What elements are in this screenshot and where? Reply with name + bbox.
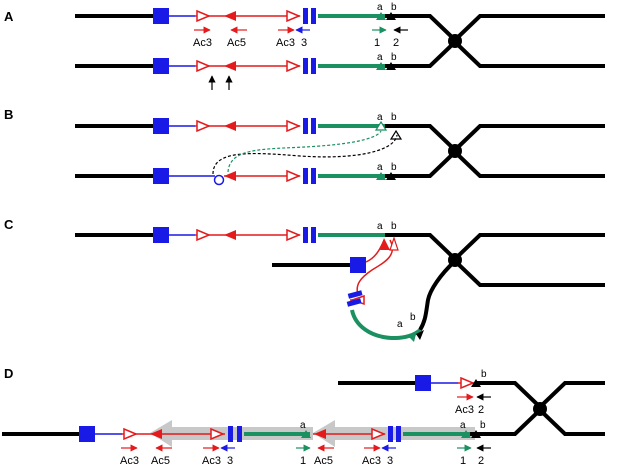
site-a: a	[377, 221, 383, 232]
primer-label: Ac3	[455, 404, 474, 416]
chromosome-d2: a a b	[2, 402, 605, 447]
cut-site	[213, 174, 225, 186]
gray-arrow	[313, 420, 475, 447]
primer-label: 3	[301, 37, 307, 49]
panel-label-b: B	[4, 107, 13, 122]
site-b: b	[480, 420, 486, 431]
open-triangle	[196, 9, 211, 23]
site-a: a	[377, 2, 383, 13]
primer-label: 1	[300, 455, 306, 466]
chromosome-d1: b	[338, 369, 605, 409]
primer-label: 3	[387, 455, 393, 466]
site-b: b	[391, 2, 397, 13]
panel-d: D b Ac3 2	[2, 366, 605, 466]
site-b: b	[410, 312, 416, 323]
chromosome-b2: a b	[75, 144, 605, 186]
site-marker	[376, 12, 386, 20]
open-triangle	[286, 9, 301, 23]
dashed-path-black	[212, 134, 398, 175]
dashed-path-green	[227, 130, 382, 173]
site-a: a	[377, 52, 383, 63]
primer-label: 2	[393, 37, 399, 49]
panel-a: A a b Ac3 Ac5 Ac3 3	[4, 2, 605, 90]
site-a: a	[377, 162, 383, 173]
site-b: b	[391, 52, 397, 63]
primer-label: Ac5	[314, 455, 333, 466]
primer-label: 1	[374, 37, 380, 49]
chromosome-a1: a b	[75, 2, 605, 42]
crossover-node	[448, 34, 462, 48]
chromosome-b1: a b	[75, 112, 605, 152]
panel-c: C a b	[4, 217, 605, 342]
gene-box	[153, 8, 169, 24]
chromosome-a2: a b	[75, 34, 605, 74]
site-a: a	[397, 319, 403, 330]
primer-label: Ac3	[362, 455, 381, 466]
site-a: a	[460, 420, 466, 431]
primer-label: Ac3	[202, 455, 221, 466]
site-a: a	[377, 112, 383, 123]
primer-label: 2	[478, 404, 484, 416]
panel-b: B a b	[4, 107, 605, 186]
panel-label-c: C	[4, 217, 14, 232]
site-b: b	[391, 162, 397, 173]
primer-label: 1	[460, 455, 466, 466]
gene-bar	[311, 8, 316, 24]
panel-label-d: D	[4, 366, 13, 381]
site-b: b	[391, 221, 397, 232]
site-b: b	[481, 369, 487, 380]
primer-label: Ac5	[151, 455, 170, 466]
primer-label: Ac3	[120, 455, 139, 466]
gene-bar	[303, 8, 308, 24]
panel-label-a: A	[4, 9, 14, 24]
primer-label: Ac5	[227, 37, 246, 49]
chromosome-c2: a b	[272, 253, 605, 342]
chromosome-c1: a b	[75, 221, 605, 261]
primer-label: 3	[227, 455, 233, 466]
invading-strand	[365, 239, 385, 263]
primer-label: 2	[478, 455, 484, 466]
site-a: a	[300, 420, 306, 431]
primer-label: Ac3	[276, 37, 295, 49]
site-b: b	[391, 112, 397, 123]
filled-triangle	[224, 11, 236, 21]
primer-label: Ac3	[193, 37, 212, 49]
